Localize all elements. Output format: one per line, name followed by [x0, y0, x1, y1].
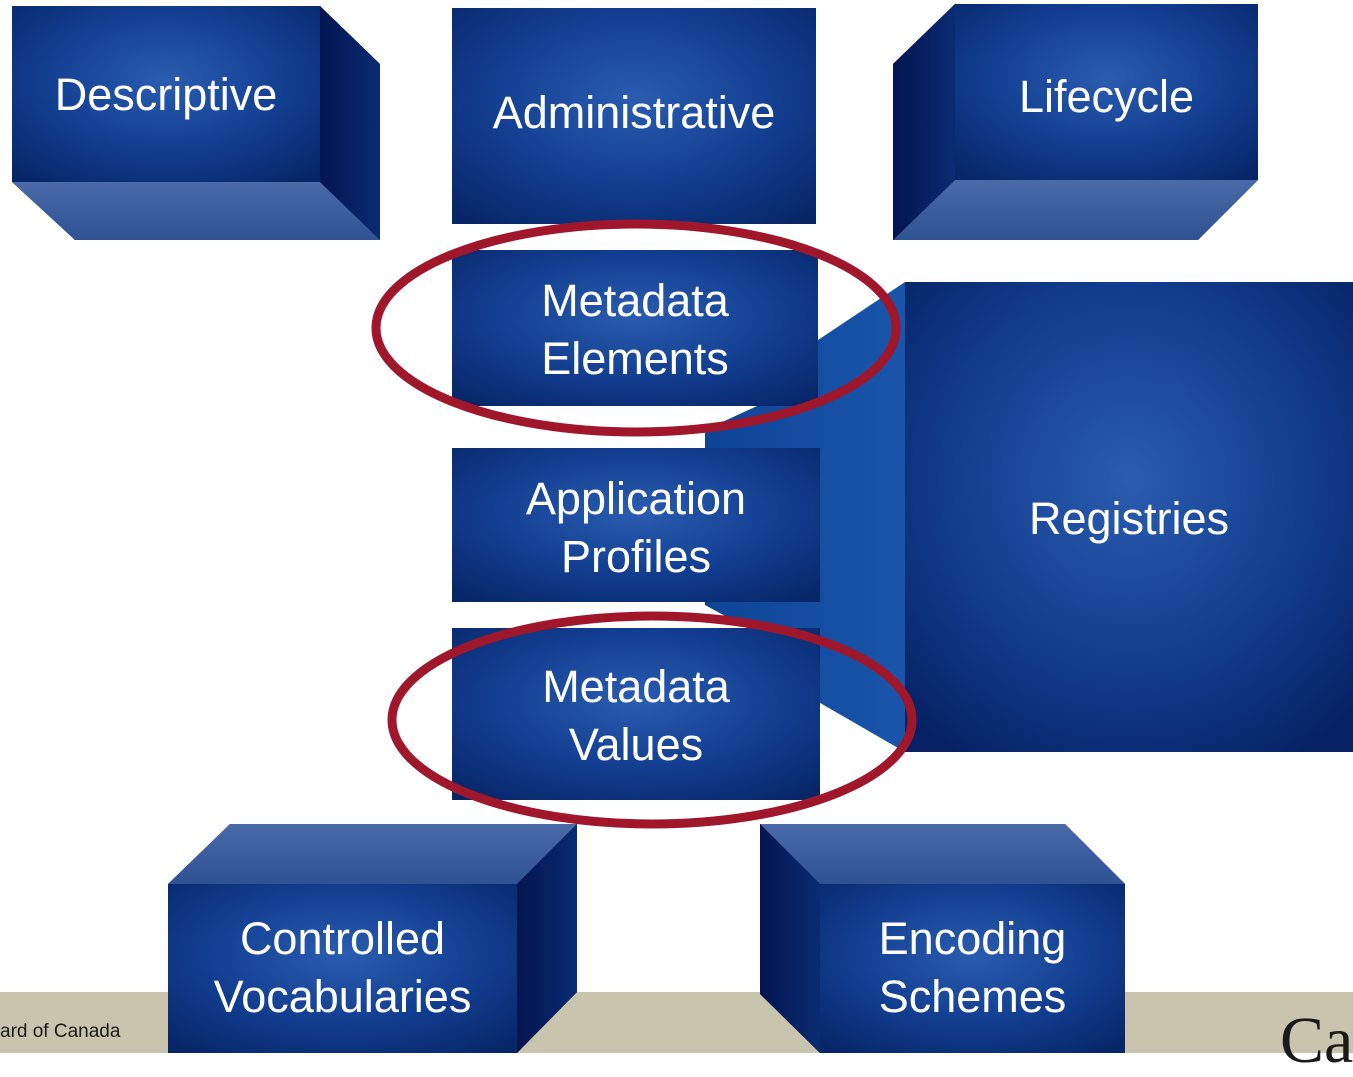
administrative-box — [452, 8, 816, 224]
registries-label: Registries — [1028, 493, 1230, 544]
metadata-elements-label: Metadata Elements — [541, 275, 729, 384]
registries-box — [905, 282, 1353, 752]
metadata-diagram — [0, 4, 1353, 1053]
lifecycle-label: Lifecycle — [1018, 71, 1195, 122]
metadata-values-box — [452, 628, 820, 800]
descriptive-box — [12, 6, 380, 240]
encoding-schemes-label: Encoding Schemes — [878, 913, 1067, 1022]
controlled-vocabularies-box — [168, 824, 577, 1053]
footer-org-text: ard of Canada — [0, 1021, 121, 1042]
application-profiles-label: Application Profiles — [525, 473, 747, 582]
highlight-ring-metadata-values — [387, 611, 917, 829]
canada-wordmark: Ca — [1280, 1004, 1353, 1077]
application-profiles-box — [452, 448, 820, 602]
descriptive-label: Descriptive — [54, 69, 278, 120]
highlight-ring-metadata-elements — [371, 219, 901, 437]
metadata-elements-box — [452, 250, 818, 406]
metadata-values-label: Metadata Values — [542, 661, 730, 770]
encoding-schemes-box — [760, 824, 1125, 1053]
lifecycle-box — [893, 4, 1258, 240]
controlled-vocabularies-label: Controlled Vocabularies — [213, 913, 472, 1022]
administrative-label: Administrative — [492, 87, 776, 138]
